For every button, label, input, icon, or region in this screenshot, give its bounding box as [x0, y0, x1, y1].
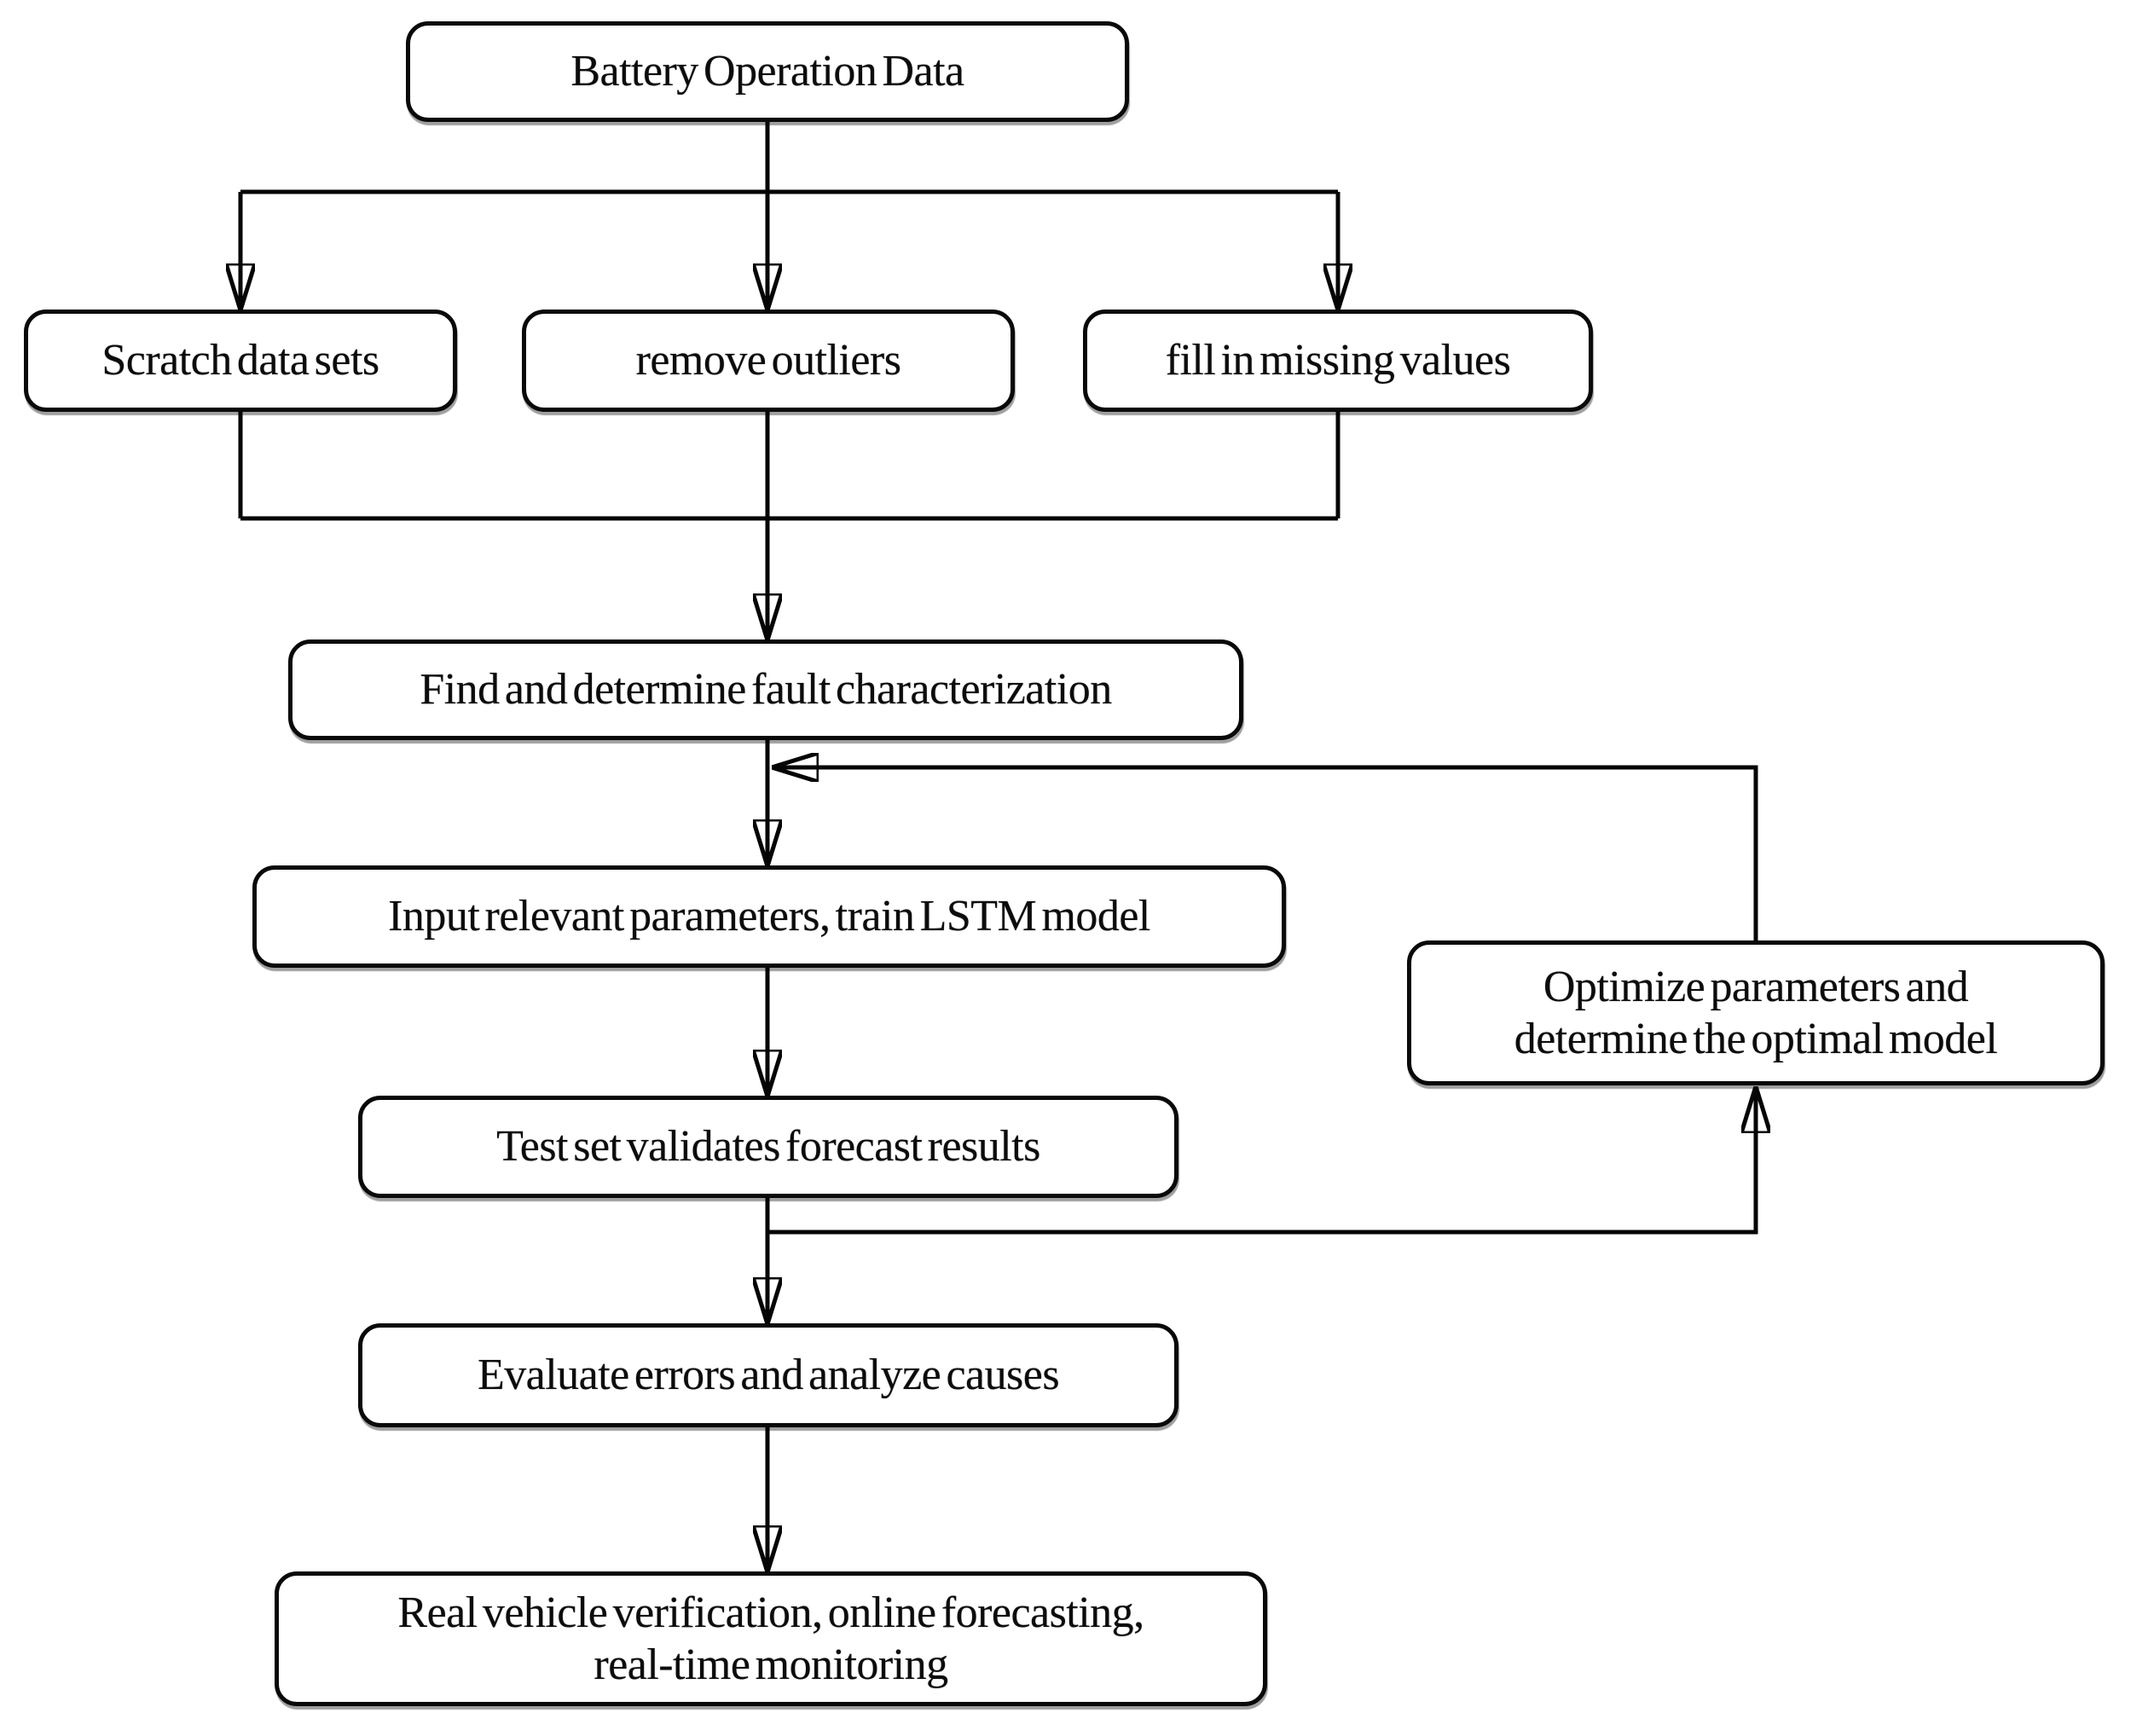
node-scratch-data-sets: Scratch data sets	[24, 310, 457, 412]
node-label: Battery Operation Data	[570, 47, 964, 96]
node-label: Real vehicle verification, online foreca…	[397, 1588, 1144, 1689]
node-label: Input relevant parameters, train LSTM mo…	[388, 892, 1150, 941]
node-label: Find and determine fault characterizatio…	[420, 665, 1112, 715]
node-label: Evaluate errors and analyze causes	[477, 1351, 1060, 1400]
edge-optimize-feedback	[774, 767, 1758, 940]
node-label: remove outliers	[635, 336, 901, 385]
node-fill-in-missing-values: fill in missing values	[1083, 310, 1593, 412]
node-label: Scratch data sets	[101, 336, 379, 385]
node-test-set-validation: Test set validates forecast results	[358, 1096, 1178, 1198]
node-optimize-parameters: Optimize parameters and determine the op…	[1407, 940, 2105, 1085]
node-real-vehicle-verification: Real vehicle verification, online foreca…	[275, 1571, 1267, 1706]
node-battery-operation-data: Battery Operation Data	[406, 21, 1129, 122]
node-remove-outliers: remove outliers	[522, 310, 1015, 412]
edge-test-to-optimize	[767, 1089, 1756, 1235]
node-label: fill in missing values	[1165, 336, 1511, 385]
node-evaluate-errors: Evaluate errors and analyze causes	[358, 1323, 1178, 1427]
node-label: Optimize parameters and determine the op…	[1514, 962, 1998, 1063]
node-label: Test set validates forecast results	[496, 1122, 1040, 1172]
node-train-lstm-model: Input relevant parameters, train LSTM mo…	[252, 865, 1286, 968]
node-fault-characterization: Find and determine fault characterizatio…	[288, 639, 1243, 740]
